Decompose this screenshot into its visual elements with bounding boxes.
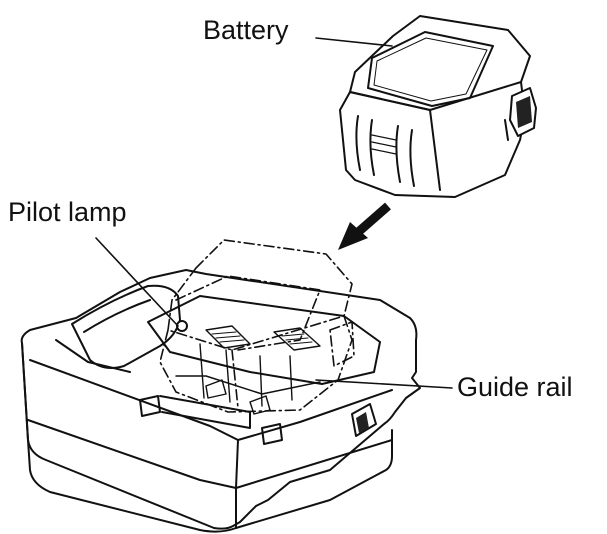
pilot-lamp-label: Pilot lamp bbox=[8, 197, 127, 227]
battery-label: Battery bbox=[203, 15, 289, 45]
battery-inserted-outline bbox=[159, 239, 355, 413]
guide-rail-label: Guide rail bbox=[457, 372, 573, 402]
charger-base bbox=[20, 269, 421, 533]
leader-lines bbox=[95, 37, 453, 389]
battery-pack bbox=[339, 15, 537, 198]
insert-arrow bbox=[338, 202, 391, 250]
